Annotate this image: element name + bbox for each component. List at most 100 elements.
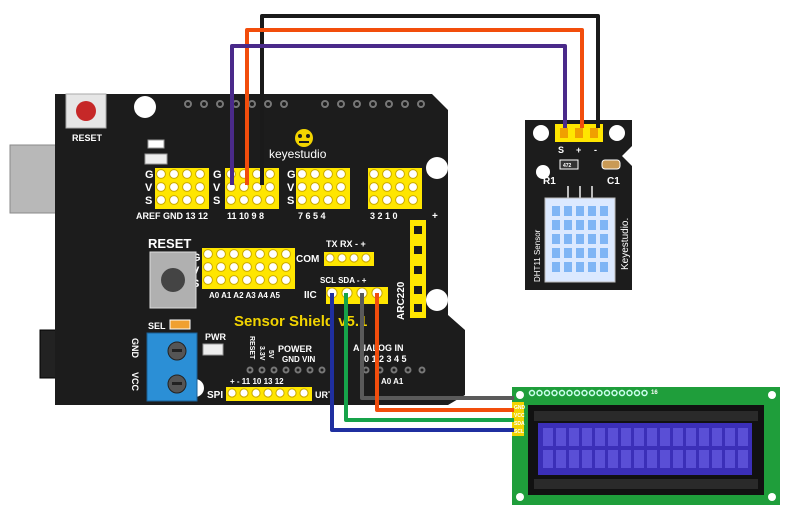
header-pin[interactable] bbox=[156, 169, 166, 179]
row-g-label: G bbox=[287, 169, 296, 181]
header-pin[interactable] bbox=[195, 195, 205, 205]
header-pin[interactable] bbox=[336, 195, 346, 205]
lcd-char-cell bbox=[634, 450, 644, 468]
header-pin[interactable] bbox=[182, 195, 192, 205]
header-pin[interactable] bbox=[281, 275, 291, 285]
shield-title: Sensor Shield v5.1 bbox=[234, 313, 367, 330]
dht-minus-label: - bbox=[594, 145, 597, 155]
header-pin[interactable] bbox=[195, 182, 205, 192]
header-pin[interactable] bbox=[297, 182, 307, 192]
header-pin[interactable] bbox=[268, 262, 278, 272]
lcd-pin-vcc: VCC bbox=[514, 413, 525, 419]
header-pin[interactable] bbox=[216, 262, 226, 272]
header-pin[interactable] bbox=[182, 182, 192, 192]
lcd-char-cell bbox=[543, 428, 553, 446]
header-pin[interactable] bbox=[263, 388, 273, 398]
header-pin[interactable] bbox=[310, 182, 320, 192]
header-pin[interactable] bbox=[323, 182, 333, 192]
header-pin[interactable] bbox=[239, 195, 249, 205]
header-pin[interactable] bbox=[325, 253, 335, 263]
header-pin[interactable] bbox=[336, 169, 346, 179]
header-pin[interactable] bbox=[297, 195, 307, 205]
header-pin[interactable] bbox=[382, 169, 392, 179]
header-pin[interactable] bbox=[268, 275, 278, 285]
header-pin[interactable] bbox=[275, 388, 285, 398]
header-pin[interactable] bbox=[252, 182, 262, 192]
header-pin[interactable] bbox=[182, 169, 192, 179]
header-pin[interactable] bbox=[310, 169, 320, 179]
header-pin[interactable] bbox=[156, 182, 166, 192]
analog-nums-label: 0 1 2 3 4 5 bbox=[364, 354, 407, 364]
header-pin[interactable] bbox=[337, 253, 347, 263]
header-pin[interactable] bbox=[156, 195, 166, 205]
header-pin[interactable] bbox=[229, 262, 239, 272]
header-pin[interactable] bbox=[369, 169, 379, 179]
header-pin[interactable] bbox=[382, 195, 392, 205]
sensor-cell bbox=[576, 248, 584, 258]
header-pin[interactable] bbox=[255, 249, 265, 259]
header-pin[interactable] bbox=[268, 249, 278, 259]
header-pin[interactable] bbox=[287, 388, 297, 398]
header-pin[interactable] bbox=[226, 195, 236, 205]
header-pin[interactable] bbox=[255, 275, 265, 285]
header-pin[interactable] bbox=[265, 182, 275, 192]
lcd-char-cell bbox=[712, 428, 722, 446]
lcd-header-hole bbox=[611, 389, 618, 397]
header-pin[interactable] bbox=[323, 169, 333, 179]
header-pin[interactable] bbox=[369, 182, 379, 192]
lcd-char-cell bbox=[699, 428, 709, 446]
header-pin[interactable] bbox=[299, 388, 309, 398]
header-pin[interactable] bbox=[281, 262, 291, 272]
header-pin[interactable] bbox=[242, 249, 252, 259]
header-pin[interactable] bbox=[408, 169, 418, 179]
header-pin[interactable] bbox=[310, 195, 320, 205]
header-pin[interactable] bbox=[265, 195, 275, 205]
header-pin[interactable] bbox=[349, 253, 359, 263]
header-pin[interactable] bbox=[227, 388, 237, 398]
header-pin[interactable] bbox=[323, 195, 333, 205]
header-pin[interactable] bbox=[395, 195, 405, 205]
reset-top-label: RESET bbox=[72, 133, 103, 143]
header-pin[interactable] bbox=[382, 182, 392, 192]
header-pin[interactable] bbox=[297, 169, 307, 179]
lcd-char-cell bbox=[582, 450, 592, 468]
header-pin[interactable] bbox=[369, 195, 379, 205]
header-pin[interactable] bbox=[395, 182, 405, 192]
header-pin[interactable] bbox=[408, 195, 418, 205]
reset-button[interactable] bbox=[149, 251, 197, 309]
header-pin[interactable] bbox=[169, 182, 179, 192]
sensor-cell bbox=[600, 262, 608, 272]
header-pin[interactable] bbox=[251, 388, 261, 398]
header-pin[interactable] bbox=[216, 275, 226, 285]
header-pin[interactable] bbox=[216, 249, 226, 259]
header-pin[interactable] bbox=[336, 182, 346, 192]
header-pin[interactable] bbox=[239, 388, 249, 398]
header-pin[interactable] bbox=[229, 249, 239, 259]
terminal-block[interactable] bbox=[146, 332, 198, 402]
sensor-cell bbox=[552, 234, 560, 244]
header-pin[interactable] bbox=[408, 182, 418, 192]
header-pin[interactable] bbox=[265, 169, 275, 179]
header-pin[interactable] bbox=[281, 249, 291, 259]
header-pin[interactable] bbox=[195, 169, 205, 179]
header-pin[interactable] bbox=[252, 195, 262, 205]
lcd-header-hole bbox=[641, 389, 648, 397]
header-pin[interactable] bbox=[255, 262, 265, 272]
header-pin[interactable] bbox=[242, 262, 252, 272]
header-pin[interactable] bbox=[169, 169, 179, 179]
header-pin[interactable] bbox=[229, 275, 239, 285]
header-pin[interactable] bbox=[203, 262, 213, 272]
header-pin[interactable] bbox=[169, 195, 179, 205]
header-pin[interactable] bbox=[395, 169, 405, 179]
header-pin[interactable] bbox=[242, 275, 252, 285]
header-pin[interactable] bbox=[203, 249, 213, 259]
lcd-header-hole bbox=[618, 389, 626, 397]
lcd-char-cell bbox=[582, 428, 592, 446]
header-pin[interactable] bbox=[361, 253, 371, 263]
vcc-label: VCC bbox=[130, 372, 140, 392]
sel-jumper[interactable] bbox=[169, 319, 191, 330]
header-pin[interactable] bbox=[203, 275, 213, 285]
reset-button-top[interactable] bbox=[65, 93, 107, 129]
top-header-holes bbox=[184, 100, 425, 108]
sensor-cell bbox=[576, 234, 584, 244]
